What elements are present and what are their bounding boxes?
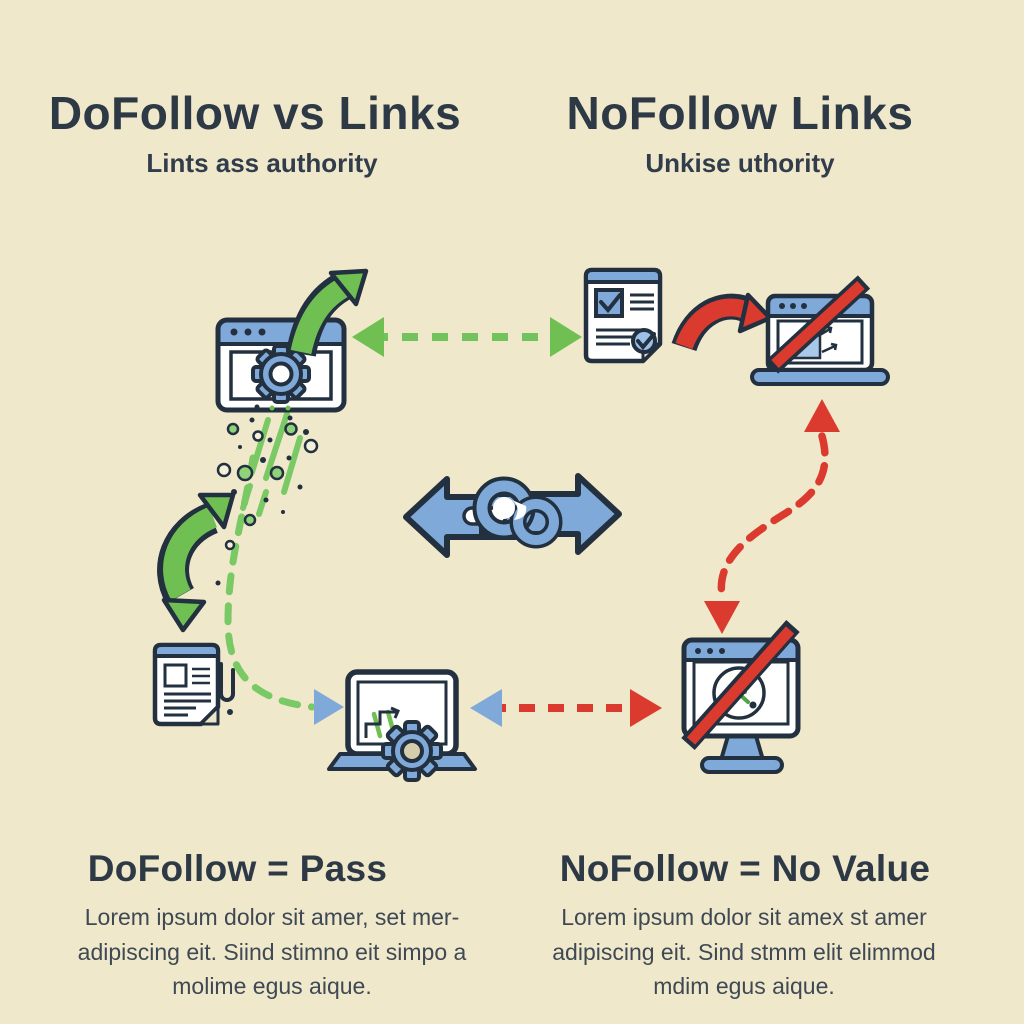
authority-particles — [215, 411, 319, 586]
green-arrowhead-icon — [352, 317, 384, 357]
dofollow-result-body: Lorem ipsum dolor sit amer, set mer- adi… — [77, 904, 467, 999]
green-dashed-double-arrow — [352, 317, 582, 357]
red-slash-icon — [765, 275, 871, 374]
red-slash-icon — [681, 620, 800, 750]
window-dot-icon — [230, 328, 238, 336]
red-arrowhead-icon — [804, 399, 840, 432]
red-dashed-arrow — [470, 689, 662, 727]
green-double-curved-arrow-icon — [157, 492, 236, 633]
chain-links-icon — [472, 476, 563, 549]
checklist-document-icon — [583, 267, 663, 364]
approved-stamp-icon — [631, 328, 657, 354]
pen-clip-icon — [219, 662, 235, 702]
red-dashed-s-path — [704, 399, 840, 634]
red-arrowhead-icon — [704, 601, 740, 634]
window-dot-icon — [258, 328, 266, 336]
laptop-base — [750, 368, 890, 386]
growth-chart — [364, 706, 400, 738]
nofollow-subtitle: Unkise uthority — [645, 148, 835, 178]
monitor-base — [700, 756, 784, 774]
dofollow-subtitle: Lints ass authority — [146, 148, 378, 178]
dofollow-result-heading: DoFollow = Pass — [87, 848, 388, 889]
nofollow-result-heading: NoFollow = No Value — [559, 848, 931, 889]
gear-icon — [381, 720, 443, 782]
nofollow-title: NoFollow Links — [566, 87, 914, 139]
red-arrowhead-icon — [630, 689, 662, 727]
window-dot-icon — [244, 328, 252, 336]
nofollow-result-body: Lorem ipsum dolor sit amex st amer adipi… — [552, 904, 936, 999]
link-exchange-icon — [403, 473, 622, 558]
folded-corner-icon — [199, 705, 220, 726]
laptop-gear-icon — [327, 669, 477, 782]
blocked-laptop-icon — [750, 275, 890, 386]
article-document-icon — [152, 642, 235, 727]
blue-arrowhead-icon — [470, 689, 502, 727]
green-arrowhead-icon — [550, 317, 582, 357]
green-curved-authority-arrow-icon — [286, 268, 369, 357]
blue-arrowhead-icon — [314, 689, 344, 725]
red-curved-arrow-icon — [671, 292, 773, 352]
green-dashed-path — [224, 454, 344, 725]
blocked-monitor-icon — [681, 620, 801, 774]
gear-icon — [251, 344, 311, 404]
image-placeholder — [163, 663, 188, 688]
browser-gear-icon — [215, 317, 347, 413]
dofollow-title: DoFollow vs Links — [48, 87, 462, 139]
